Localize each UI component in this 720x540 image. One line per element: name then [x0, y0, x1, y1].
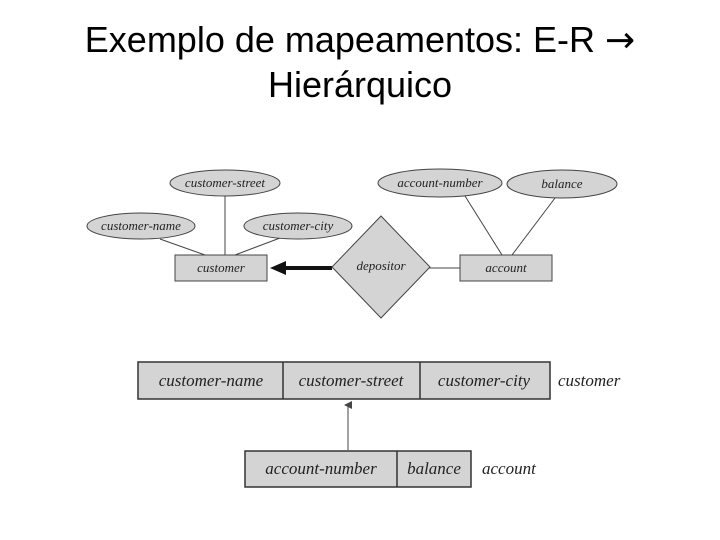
attribute-account-number: account-number — [377, 168, 503, 198]
svg-text:customer: customer — [197, 260, 246, 275]
line-name-customer — [159, 238, 206, 256]
svg-text:customer-name: customer-name — [101, 218, 181, 233]
svg-text:depositor: depositor — [356, 258, 406, 273]
attribute-customer-city: customer-city — [243, 212, 353, 240]
line-accnum-account — [464, 195, 503, 256]
svg-text:customer-street: customer-street — [185, 175, 266, 190]
attribute-customer-name: customer-name — [86, 212, 196, 240]
field-balance: balance — [407, 459, 461, 478]
field-customer-name: customer-name — [159, 371, 264, 390]
record-label-customer: customer — [558, 371, 621, 390]
relationship-depositor: depositor — [331, 215, 431, 319]
line-balance-account — [511, 197, 556, 256]
svg-text:customer-city: customer-city — [263, 218, 334, 233]
entity-account: account — [459, 254, 553, 282]
svg-text:balance: balance — [541, 176, 582, 191]
svg-text:account: account — [485, 260, 527, 275]
right-arrow-icon: → — [605, 20, 636, 61]
entity-customer: customer — [174, 254, 268, 282]
svg-text:account-number: account-number — [397, 175, 483, 190]
field-customer-street: customer-street — [299, 371, 405, 390]
attribute-balance: balance — [506, 169, 618, 199]
title-line-1: Exemplo de mapeamentos: E-R → — [84, 19, 636, 61]
line-city-customer — [234, 237, 281, 256]
er-connectors — [159, 195, 556, 269]
field-account-number: account-number — [265, 459, 377, 478]
record-customer: customer-name customer-street customer-c… — [137, 361, 551, 400]
record-label-account: account — [482, 459, 537, 478]
attribute-customer-street: customer-street — [169, 169, 281, 197]
bold-arrow-depositor-customer — [270, 261, 332, 275]
title-line-2: Hierárquico — [267, 64, 453, 105]
record-account: account-number balance — [244, 450, 472, 488]
field-customer-city: customer-city — [438, 371, 531, 390]
page-title: Exemplo de mapeamentos: E-R → Hierárquic… — [0, 18, 720, 107]
